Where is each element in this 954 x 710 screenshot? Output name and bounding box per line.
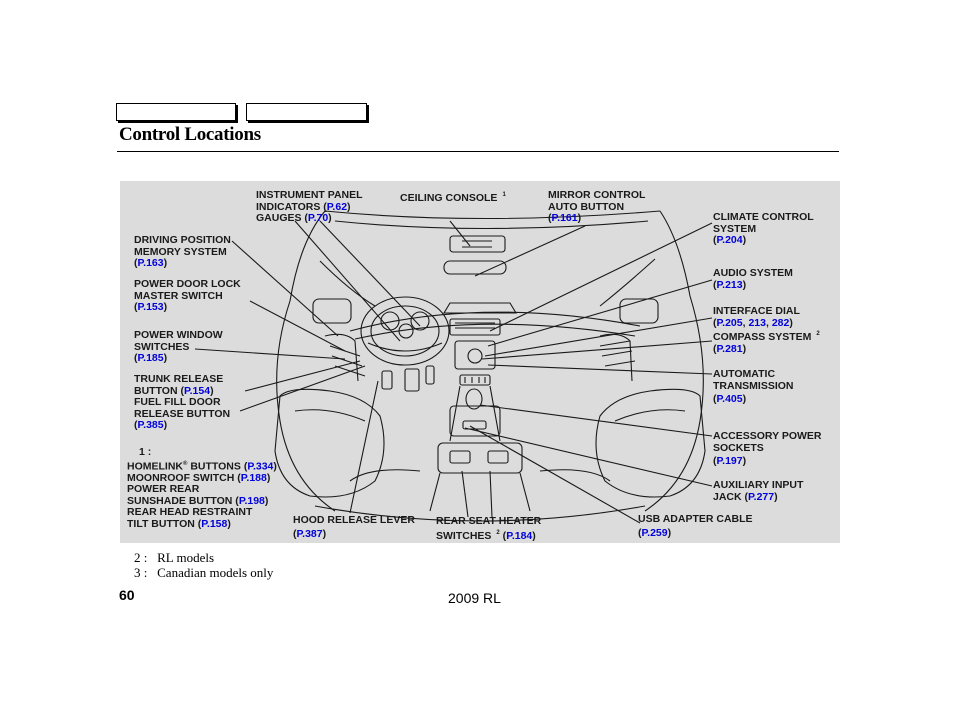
link-p259[interactable]: P.259 bbox=[641, 526, 668, 539]
next-section-button[interactable] bbox=[246, 103, 367, 121]
page-number: 60 bbox=[119, 587, 135, 603]
link-p385[interactable]: P.385 bbox=[137, 419, 164, 431]
link-p198[interactable]: P.198 bbox=[238, 494, 265, 507]
page-title: Control Locations bbox=[119, 124, 261, 145]
link-p70[interactable]: P.70 bbox=[307, 212, 329, 224]
link-p161[interactable]: P.161 bbox=[551, 212, 578, 224]
link-p188[interactable]: P.188 bbox=[240, 471, 267, 484]
footnote-3: 3 : Canadian models only bbox=[134, 565, 274, 580]
link-p213[interactable]: P.213 bbox=[716, 278, 743, 291]
link-p281[interactable]: P.281 bbox=[716, 342, 743, 355]
footnote-2: 2 : RL models bbox=[134, 550, 215, 565]
label-driving-position: DRIVING POSITION MEMORY SYSTEM (P.163) bbox=[134, 234, 231, 269]
link-p213b[interactable]: 213 bbox=[748, 316, 766, 329]
label-footnote-1-group: 1 : HOMELINK® BUTTONS (P.334) MOONROOF S… bbox=[127, 446, 277, 530]
label-mirror-control: MIRROR CONTROL AUTO BUTTON (P.161) bbox=[548, 189, 646, 224]
link-p387[interactable]: P.387 bbox=[296, 527, 323, 540]
label-accessory-power: ACCESSORY POWER SOCKETS (P.197) bbox=[713, 430, 822, 467]
title-divider bbox=[117, 151, 839, 152]
model-name: 2009 RL bbox=[448, 590, 501, 606]
link-p185[interactable]: P.185 bbox=[137, 352, 164, 364]
prev-section-button[interactable] bbox=[116, 103, 236, 121]
label-audio-system: AUDIO SYSTEM (P.213) bbox=[713, 267, 793, 291]
label-power-door-lock: POWER DOOR LOCK MASTER SWITCH (P.153) bbox=[134, 278, 241, 313]
link-p184[interactable]: P.184 bbox=[506, 529, 533, 542]
link-p163[interactable]: P.163 bbox=[137, 257, 164, 269]
link-p282[interactable]: 282 bbox=[771, 316, 790, 329]
car-interior-figure: INSTRUMENT PANEL INDICATORS (P.62) GAUGE… bbox=[120, 181, 840, 543]
label-usb-adapter: USB ADAPTER CABLE (P.259) bbox=[638, 513, 753, 539]
link-p204[interactable]: P.204 bbox=[716, 234, 743, 246]
link-p62[interactable]: P.62 bbox=[326, 200, 348, 213]
link-p405[interactable]: P.405 bbox=[716, 393, 743, 405]
label-interface-dial: INTERFACE DIAL (P.205, 213, 282) COMPASS… bbox=[713, 305, 820, 355]
link-p158[interactable]: P.158 bbox=[201, 517, 228, 530]
label-climate-control: CLIMATE CONTROL SYSTEM (P.204) bbox=[713, 211, 814, 246]
label-automatic-transmission: AUTOMATIC TRANSMISSION (P.405) bbox=[713, 368, 794, 405]
label-hood-release: HOOD RELEASE LEVER (P.387) bbox=[293, 514, 415, 540]
link-p334[interactable]: P.334 bbox=[247, 460, 274, 472]
car-interior-illustration bbox=[194, 210, 713, 524]
label-power-window: POWER WINDOW SWITCHES (P.185) bbox=[134, 329, 223, 364]
link-p154[interactable]: P.154 bbox=[183, 384, 211, 397]
label-instrument-panel: INSTRUMENT PANEL INDICATORS (P.62) GAUGE… bbox=[256, 189, 363, 224]
link-p153[interactable]: P.153 bbox=[137, 301, 164, 313]
link-p205[interactable]: P.205 bbox=[716, 316, 743, 329]
label-trunk-release: TRUNK RELEASE BUTTON (P.154) FUEL FILL D… bbox=[134, 373, 231, 431]
link-p277[interactable]: P.277 bbox=[748, 490, 775, 503]
label-auxiliary-input: AUXILIARY INPUT JACK (P.277) bbox=[713, 479, 804, 503]
link-p197[interactable]: P.197 bbox=[716, 455, 743, 467]
